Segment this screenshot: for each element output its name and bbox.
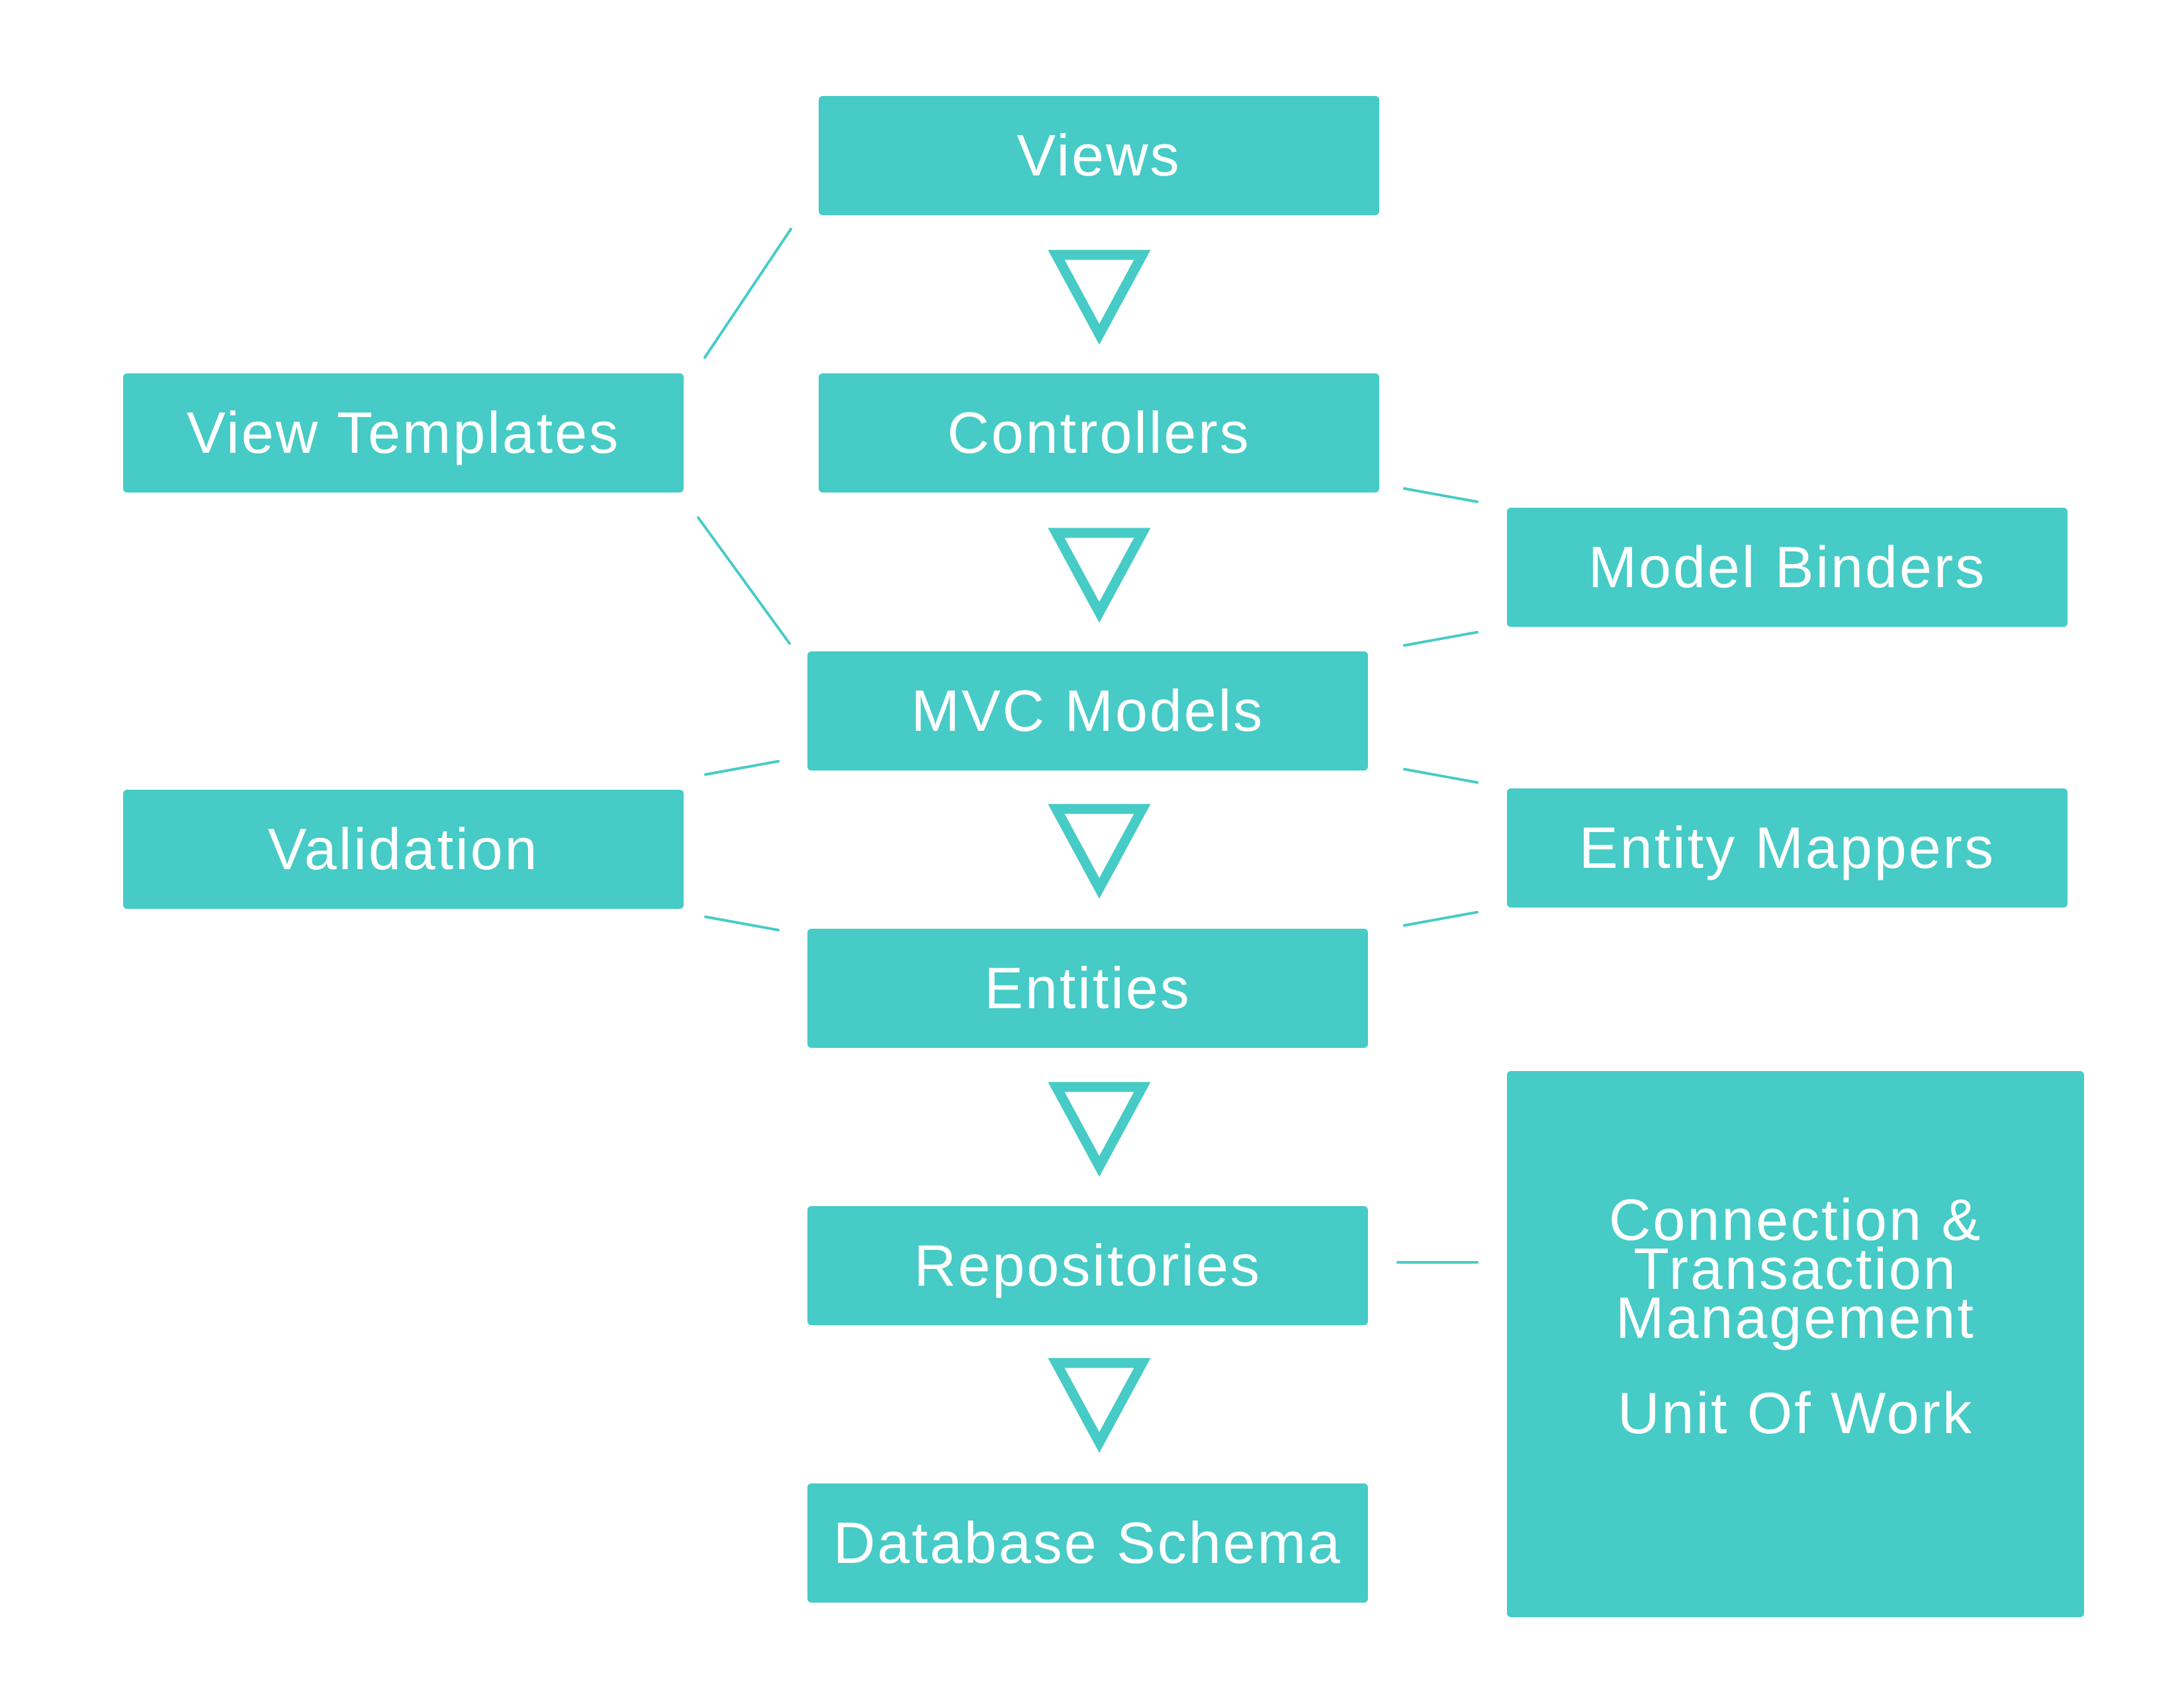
controllers-box: Controllers — [819, 373, 1379, 492]
flow-arrow-icon — [1048, 528, 1151, 623]
connection-management-box: Connection & Transaction Management Unit… — [1507, 1071, 2084, 1617]
connection-management-line1: Connection & — [1608, 1187, 1983, 1252]
connector-mvc-models-model-binders — [1403, 631, 1479, 647]
model-binders-label: Model Binders — [1588, 534, 1987, 600]
entity-mappers-label: Entity Mappers — [1579, 815, 1995, 880]
views-label: Views — [1017, 122, 1181, 188]
view-templates-label: View Templates — [186, 400, 621, 465]
entities-box: Entities — [807, 929, 1368, 1048]
model-binders-box: Model Binders — [1507, 508, 2068, 627]
connector-view-templates-mvc-models — [697, 516, 791, 645]
flow-arrow-icon — [1048, 250, 1151, 345]
mvc-models-label: MVC Models — [911, 678, 1265, 743]
repositories-box: Repositories — [807, 1206, 1368, 1325]
validation-label: Validation — [267, 816, 539, 882]
connector-validation-mvc-models — [704, 760, 780, 776]
connector-entities-entity-mappers — [1403, 911, 1479, 927]
entities-label: Entities — [984, 955, 1191, 1021]
connector-mvc-models-entity-mappers — [1403, 768, 1479, 784]
view-templates-box: View Templates — [123, 373, 684, 492]
validation-box: Validation — [123, 790, 684, 909]
database-schema-label: Database Schema — [833, 1510, 1342, 1575]
mvc-models-box: MVC Models — [807, 651, 1368, 771]
connection-management-line3: Management — [1615, 1285, 1976, 1350]
views-box: Views — [819, 96, 1379, 215]
controllers-label: Controllers — [947, 400, 1251, 465]
flow-arrow-icon — [1048, 1082, 1151, 1177]
flow-arrow-icon — [1048, 804, 1151, 899]
connector-controllers-model-binders — [1403, 487, 1479, 503]
database-schema-box: Database Schema — [807, 1483, 1368, 1603]
connector-view-templates-views — [704, 228, 792, 359]
repositories-label: Repositories — [913, 1233, 1262, 1298]
connection-management-line4: Unit Of Work — [1617, 1380, 1974, 1446]
flow-arrow-icon — [1048, 1358, 1151, 1453]
connector-validation-entities — [704, 915, 780, 931]
connection-management-line2: Transaction — [1633, 1236, 1958, 1301]
entity-mappers-box: Entity Mappers — [1507, 788, 2068, 908]
